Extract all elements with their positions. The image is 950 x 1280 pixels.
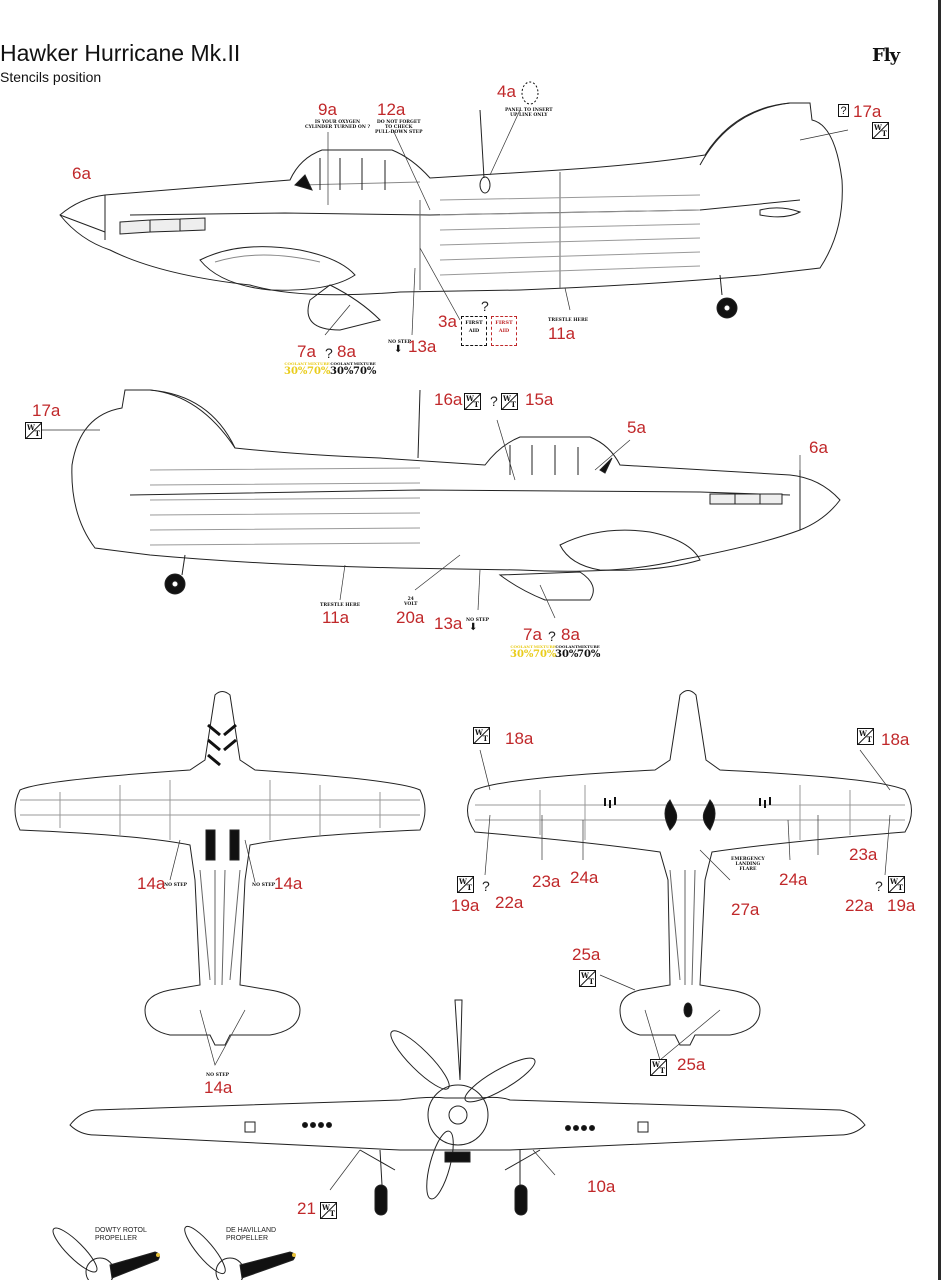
plan-view-bottom (467, 690, 912, 1046)
callout-19a: 19a (887, 896, 916, 915)
unknown-marker: ? (325, 345, 333, 361)
arrow-down-icon: ⬇ (469, 622, 478, 633)
callout-17a: 17a (853, 102, 882, 121)
no-step-stencil: NO STEP (466, 618, 490, 623)
propeller-dowty-rotol (52, 1227, 160, 1280)
callout-5a: 5a (627, 418, 646, 437)
callout-23a: 23a (849, 845, 878, 864)
callout-14a: 14a (137, 874, 166, 893)
oxygen-cylinder-stencil: IS YOUR OXYGEN CYLINDER TURNED ON ? (305, 120, 371, 130)
callout-6a: 6a (72, 164, 91, 183)
panel-dashed-outline (521, 81, 539, 105)
volt-stencil: 24 VOLT (404, 597, 418, 607)
unknown-marker: ? (481, 298, 489, 314)
unknown-marker: ? (490, 393, 498, 409)
callout-14a: 14a (274, 874, 303, 893)
plan-view-top (14, 691, 426, 1046)
pulldown-step-stencil: DO NOT FORGET TO CHECK PULL-DOWN STEP (375, 120, 423, 135)
callout-8a: 8a (561, 625, 580, 644)
callout-7a: 7a (297, 342, 316, 361)
callout-25a: 25a (572, 945, 601, 964)
callout-18a: 18a (505, 729, 534, 748)
arrow-down-icon: ⬇ (394, 344, 403, 355)
callout-25a: 25a (677, 1055, 706, 1074)
callout-27a: 27a (731, 900, 760, 919)
callout-18a: 18a (881, 730, 910, 749)
no-step-stencil: NO STEP (252, 883, 276, 888)
callout-22a: 22a (495, 893, 524, 912)
unknown-marker: ? (482, 878, 490, 894)
callout-12a: 12a (377, 100, 406, 119)
callout-9a: 9a (318, 100, 337, 119)
callout-7a: 7a (523, 625, 542, 644)
unknown-marker: ? (838, 104, 849, 117)
callout-10a: 10a (587, 1177, 616, 1196)
callout-21: 21 (297, 1199, 316, 1218)
callout-15a: 15a (525, 390, 554, 409)
no-step-stencil: NO STEP (164, 883, 188, 888)
propeller-de-havilland (184, 1225, 296, 1280)
callout-22a: 22a (845, 896, 874, 915)
page-edge-divider (938, 0, 941, 1280)
trestle-stencil: TRESTLE HERE (548, 318, 589, 323)
side-view-right-profile (71, 389, 841, 601)
callout-19a: 19a (451, 896, 480, 915)
callout-20a: 20a (396, 608, 425, 627)
no-step-stencil: NO STEP (388, 340, 412, 345)
page-subtitle: Stencils position (0, 69, 102, 85)
side-view-left-profile (59, 102, 843, 331)
no-step-stencil: NO STEP (206, 1073, 230, 1078)
callout-6a: 6a (809, 438, 828, 457)
callout-16a: 16a (434, 390, 463, 409)
callout-13a: 13a (434, 614, 463, 633)
unknown-marker: ? (548, 628, 556, 644)
callout-11a: 11a (548, 324, 576, 343)
brand-logo: Fly (872, 45, 900, 66)
front-view (69, 999, 866, 1216)
callout-14a: 14a (204, 1078, 233, 1097)
callout-23a: 23a (532, 872, 561, 891)
callout-8a: 8a (337, 342, 356, 361)
page-title: Hawker Hurricane Mk.II (0, 40, 241, 66)
callout-3a: 3a (438, 312, 457, 331)
callout-24a: 24a (570, 868, 599, 887)
panel-note-stencil: PANEL TO INSERT UP LINE ONLY (505, 108, 553, 118)
trestle-stencil: TRESTLE HERE (320, 603, 361, 608)
callout-17a: 17a (32, 401, 61, 420)
callout-4a: 4a (497, 82, 516, 101)
unknown-marker: ? (875, 878, 883, 894)
callout-24a: 24a (779, 870, 808, 889)
landing-flare-stencil: EMERGENCY LANDING FLARE (731, 857, 765, 872)
callout-13a: 13a (408, 337, 437, 356)
callout-11a: 11a (322, 608, 350, 627)
